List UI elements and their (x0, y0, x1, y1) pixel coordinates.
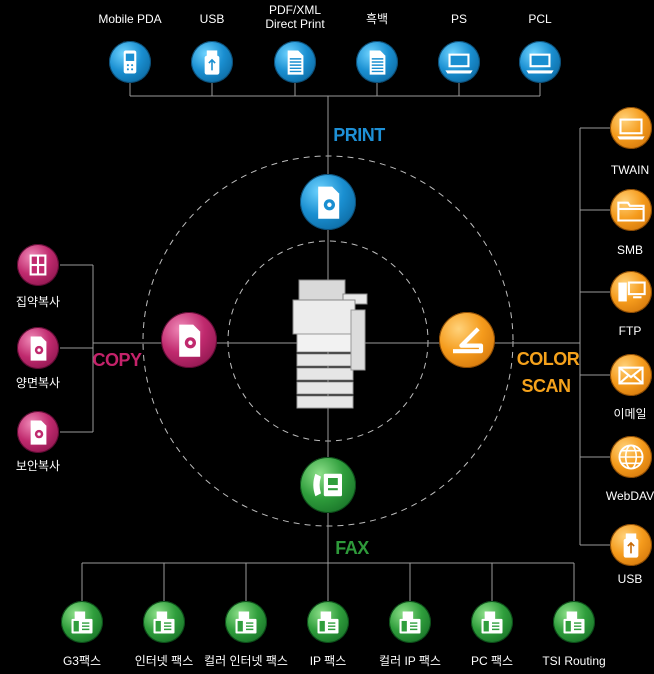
scan-category-icon[interactable] (439, 312, 495, 368)
copy-item-label: 집약복사 (15, 295, 61, 309)
globe-icon[interactable] (610, 436, 652, 478)
mobile-phone-icon[interactable] (109, 41, 151, 83)
folder-icon[interactable] (610, 189, 652, 231)
scan-item-label: FTP (618, 324, 642, 338)
fax-category-icon[interactable] (300, 457, 356, 513)
laptop-icon[interactable] (438, 41, 480, 83)
copy-category-label: COPY (92, 350, 142, 370)
multi-page-icon[interactable] (17, 244, 59, 286)
scan-item-label: WebDAV (605, 489, 654, 503)
print-item-label: Direct Print (265, 17, 325, 31)
print-item-label: Mobile PDA (98, 12, 162, 26)
scan-category-label: SCAN (521, 376, 571, 396)
document-gear-icon[interactable] (17, 411, 59, 453)
scan-item-label: SMB (616, 243, 644, 257)
fax-item-label: 컬러 인터넷 팩스 (204, 654, 288, 668)
fax-machine-icon[interactable] (389, 601, 431, 643)
fax-category-label: FAX (335, 538, 369, 558)
envelope-icon[interactable] (610, 354, 652, 396)
laptop-icon[interactable] (519, 41, 561, 83)
multifunction-printer-icon[interactable] (289, 272, 371, 414)
computer-icon[interactable] (610, 271, 652, 313)
print-category-icon[interactable] (300, 174, 356, 230)
copy-item-label: 보안복사 (15, 459, 61, 473)
copy-item-label: 양면복사 (15, 376, 61, 390)
fax-machine-icon[interactable] (471, 601, 513, 643)
fax-item-label: PC 팩스 (470, 654, 514, 668)
fax-machine-icon[interactable] (225, 601, 267, 643)
fax-machine-icon[interactable] (553, 601, 595, 643)
fax-machine-icon[interactable] (307, 601, 349, 643)
print-item-label: PS (450, 12, 468, 26)
print-category-label: PRINT (333, 125, 385, 145)
scan-category-label: COLOR (516, 349, 580, 369)
document-icon[interactable] (356, 41, 398, 83)
copy-category-icon[interactable] (161, 312, 217, 368)
document-gear-icon[interactable] (17, 327, 59, 369)
fax-item-label: IP 팩스 (309, 654, 347, 668)
print-item-label: PCL (528, 12, 552, 26)
fax-item-label: G3팩스 (62, 654, 102, 668)
scan-item-label: 이메일 (613, 407, 647, 421)
print-item-label: 흑백 (365, 12, 389, 26)
scan-item-label: USB (617, 572, 643, 586)
fax-machine-icon[interactable] (61, 601, 103, 643)
fax-machine-icon[interactable] (143, 601, 185, 643)
fax-item-label: TSI Routing (542, 654, 606, 668)
print-item-label: USB (199, 12, 225, 26)
document-icon[interactable] (274, 41, 316, 83)
usb-drive-icon[interactable] (610, 524, 652, 566)
print-item-label: PDF/XML (268, 3, 322, 17)
scan-item-label: TWAIN (610, 163, 650, 177)
usb-drive-icon[interactable] (191, 41, 233, 83)
fax-item-label: 인터넷 팩스 (134, 654, 194, 668)
fax-item-label: 컬러 IP 팩스 (379, 654, 441, 668)
laptop-icon[interactable] (610, 107, 652, 149)
